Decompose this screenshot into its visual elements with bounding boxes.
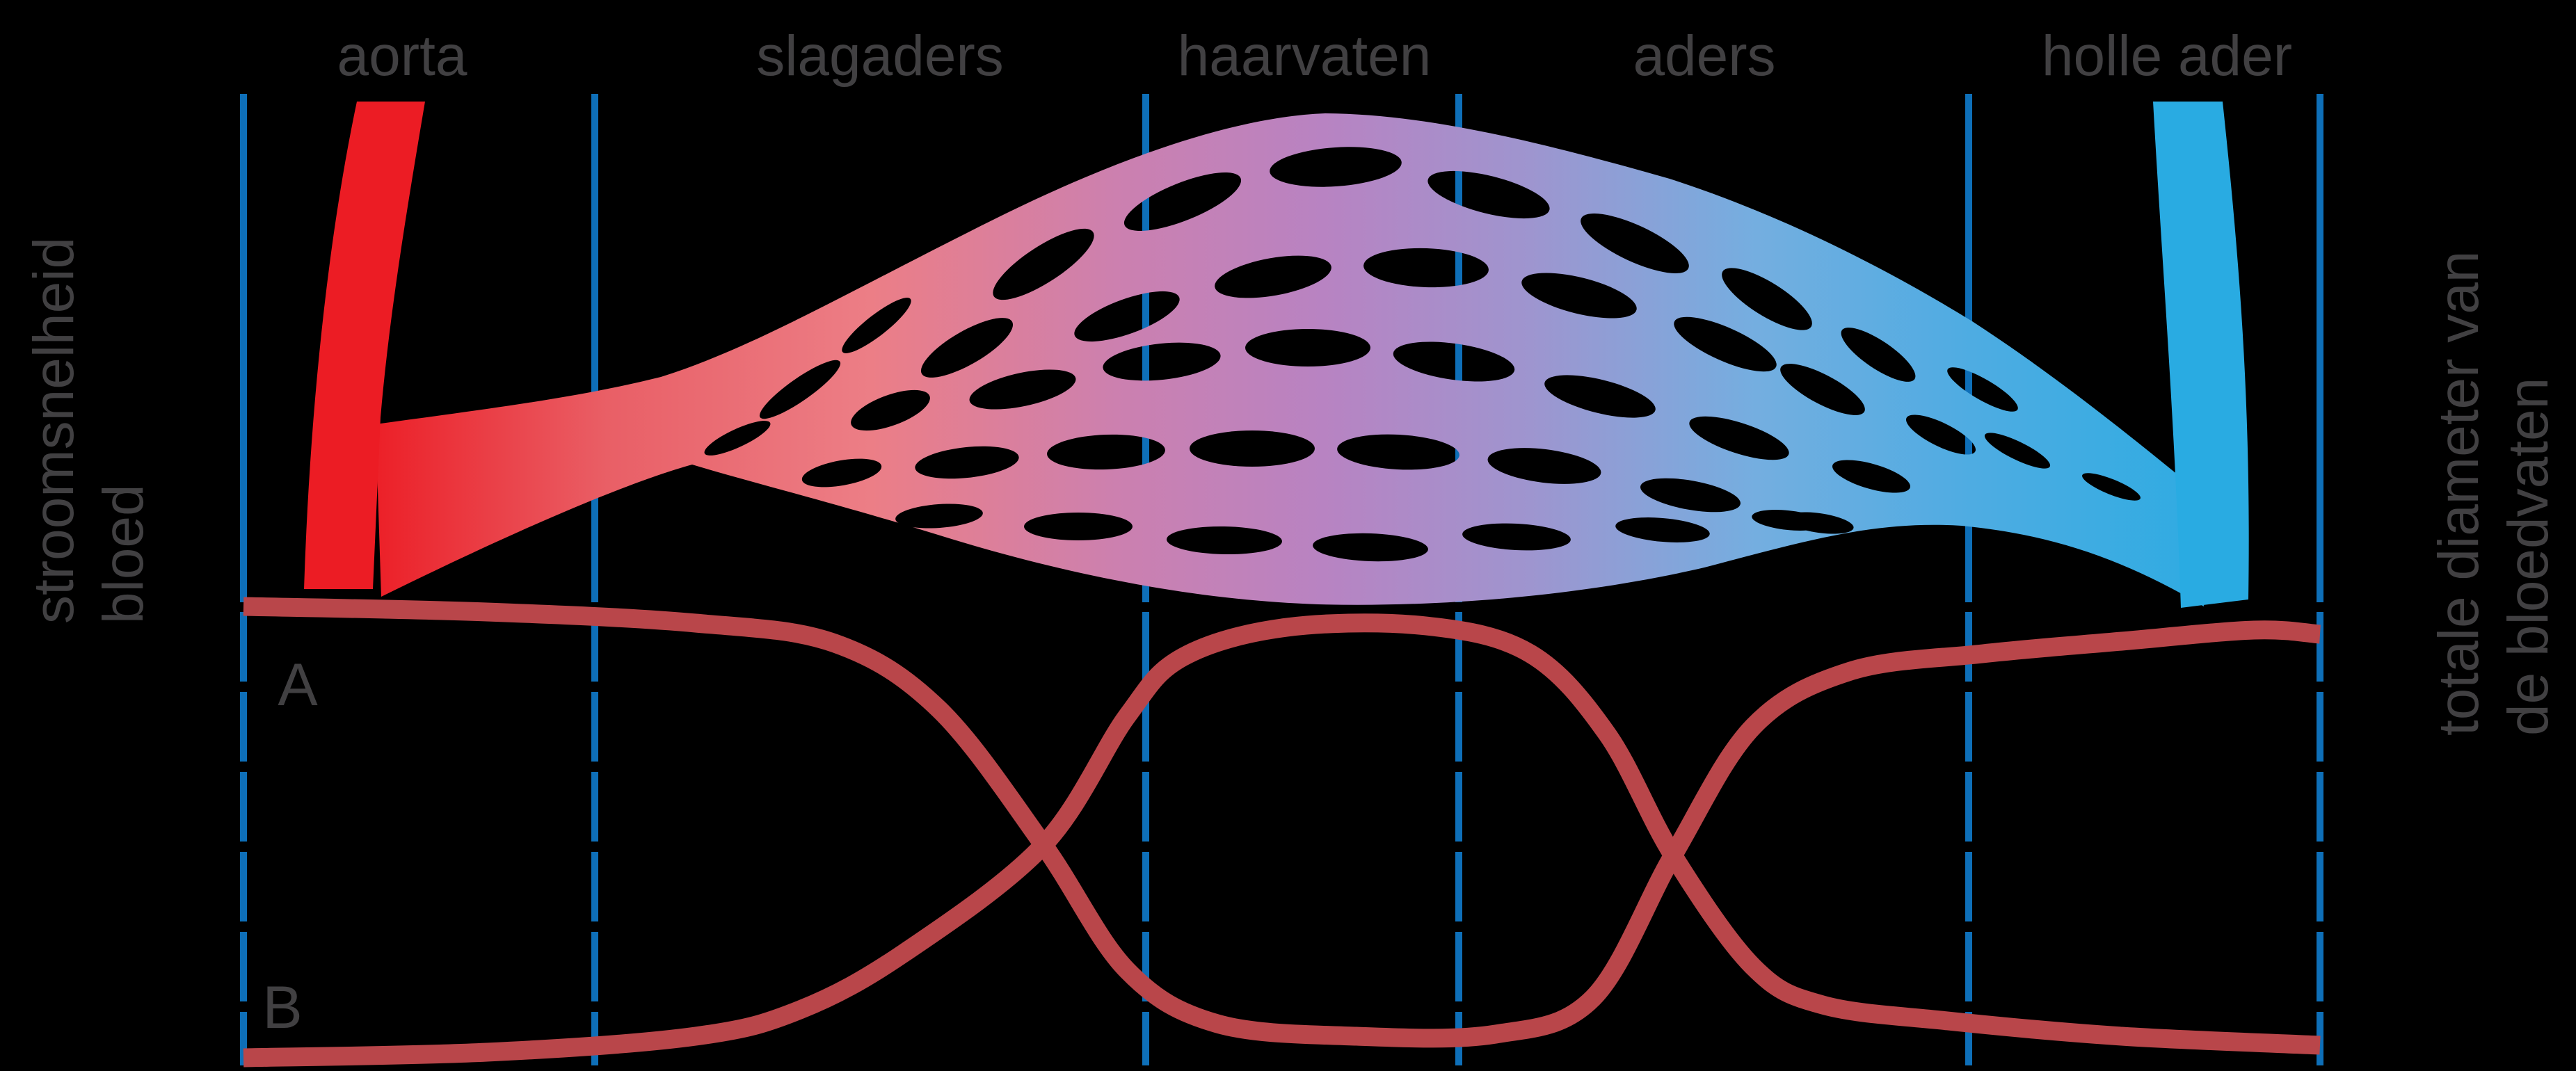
- right-axis-label-line2: de bloedvaten: [2497, 378, 2560, 736]
- right-axis-label-line1: totale diameter van: [2427, 251, 2490, 736]
- curve-a-line: [243, 597, 2321, 1048]
- vessel-label-aders: aders: [1633, 24, 1775, 88]
- vessel-label-holle-ader: holle ader: [2042, 24, 2292, 88]
- left-axis-label-line1: stroomsnelheid: [22, 237, 86, 624]
- capillary-network: [376, 113, 2204, 606]
- curve-a-label: A: [278, 652, 318, 718]
- vessel-label-haarvaten: haarvaten: [1178, 24, 1432, 88]
- vessel-label-slagaders: slagaders: [756, 24, 1004, 88]
- left-axis-label-line2: bloed: [92, 484, 155, 624]
- aorta-vessel: [304, 102, 425, 589]
- curve-b-label: B: [262, 974, 302, 1041]
- vessel-label-aorta: aorta: [337, 24, 467, 88]
- curve-b-line: [243, 613, 2321, 1068]
- vena-cava-vessel: [2153, 102, 2249, 608]
